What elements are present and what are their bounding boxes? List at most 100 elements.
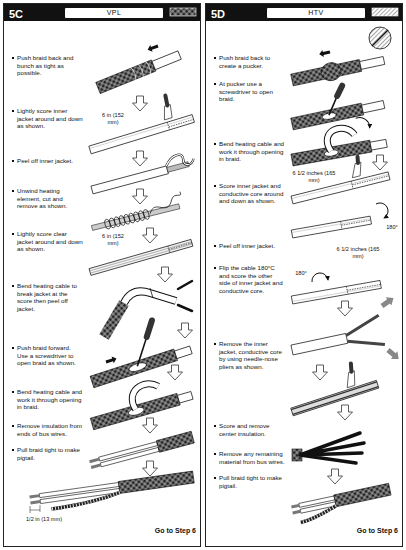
pigtail bbox=[292, 510, 300, 515]
dimension-label: 1/2 in (13 mm) bbox=[24, 516, 64, 523]
step-arrow bbox=[143, 228, 158, 243]
no-sign bbox=[372, 30, 388, 46]
cable-drawing bbox=[291, 216, 371, 238]
cable-drawing bbox=[164, 151, 194, 170]
cable-drawing bbox=[104, 281, 192, 337]
cable-drawing bbox=[291, 172, 390, 204]
cable-drawing bbox=[319, 61, 342, 83]
cable-type-box: VPL bbox=[64, 7, 164, 19]
instruction-text: Pull braid tight to make pigtail. bbox=[213, 474, 285, 489]
cable-drawing bbox=[343, 315, 384, 352]
cable-drawing bbox=[291, 280, 381, 304]
instruction-text: Remove insulation from ends of bus wires… bbox=[11, 422, 83, 437]
cable-drawing bbox=[292, 219, 371, 233]
pigtail bbox=[51, 492, 121, 509]
cable-type: HTV bbox=[308, 9, 324, 18]
go-to-step: Go to Step 6 bbox=[122, 527, 196, 536]
step-arrow bbox=[133, 189, 148, 204]
cable-drawing bbox=[91, 166, 168, 194]
cable-drawing bbox=[178, 281, 192, 311]
cable-drawing bbox=[292, 286, 381, 302]
cable-drawing bbox=[360, 57, 385, 70]
cable-drawing bbox=[85, 373, 193, 430]
instruction-text: Remove the inner jacket, conductive core… bbox=[213, 340, 285, 370]
instruction-text: Flip the cable 180°C and score the other… bbox=[213, 264, 285, 294]
cable-drawing bbox=[349, 162, 364, 178]
push-arrow bbox=[105, 355, 118, 365]
pigtail bbox=[299, 506, 338, 523]
step-arrow bbox=[338, 301, 353, 316]
cable-drawing bbox=[292, 174, 389, 198]
instruction-text: Push braid back to create a pucker. bbox=[213, 54, 285, 69]
cable-drawing bbox=[90, 117, 193, 149]
cable-drawing bbox=[291, 333, 348, 354]
cable-drawing bbox=[291, 103, 364, 130]
bus-wires bbox=[292, 433, 364, 463]
step-number: 5C bbox=[9, 8, 39, 21]
bus-wires bbox=[300, 433, 364, 463]
step-panel: HTV 5D Push braid back to create a pucker.… bbox=[205, 3, 403, 547]
instruction-text: Unwind heating element, cut and remove a… bbox=[11, 187, 83, 210]
cable-drawing bbox=[291, 382, 378, 415]
step-arrow bbox=[373, 155, 388, 170]
flip-arrow bbox=[376, 203, 388, 218]
heating-element bbox=[89, 192, 185, 233]
instruction-text: Remove any remaining material from bus w… bbox=[213, 450, 285, 465]
instruction-text: At pucker use a screwdriver to open brai… bbox=[213, 80, 285, 103]
panel-header bbox=[205, 3, 403, 21]
bus-wires bbox=[89, 431, 194, 470]
cable-drawing bbox=[150, 288, 153, 298]
cable-drawing bbox=[283, 358, 378, 416]
cable-drawing bbox=[291, 140, 372, 166]
cable-drawing bbox=[286, 151, 390, 204]
cable-drawing bbox=[131, 61, 152, 81]
cable-drawing bbox=[130, 337, 155, 366]
step-arrow bbox=[178, 323, 193, 338]
push-arrow bbox=[319, 49, 331, 58]
cable-drawing bbox=[124, 291, 176, 303]
cable-drawing bbox=[362, 101, 385, 113]
instruction-text: Push braid forward. Use a screwdriver to… bbox=[11, 344, 83, 367]
cable-drawing bbox=[168, 239, 193, 252]
cable-drawing bbox=[177, 391, 193, 403]
step-panel: VPL 5C Push braid back and bunch as tight … bbox=[3, 3, 201, 547]
cable-drawing bbox=[174, 346, 192, 359]
pigtail bbox=[334, 483, 391, 506]
step-arrow bbox=[133, 151, 148, 166]
pigtail bbox=[118, 471, 194, 493]
cable-drawing bbox=[325, 126, 356, 152]
dimension-label: 6 in (152 mm) bbox=[96, 233, 130, 246]
heating-element bbox=[102, 192, 185, 230]
cable-drawing bbox=[164, 151, 194, 170]
step-number: 5D bbox=[211, 8, 241, 21]
step-arrow bbox=[158, 267, 173, 282]
cable-drawing bbox=[142, 320, 156, 336]
pigtail bbox=[291, 483, 393, 523]
step-arrow bbox=[133, 96, 148, 111]
cable-drawing bbox=[341, 216, 372, 229]
step-arrow bbox=[313, 365, 328, 380]
panel-header bbox=[170, 8, 196, 16]
go-to-step: Go to Step 6 bbox=[324, 527, 398, 536]
cable-drawing bbox=[286, 78, 385, 130]
cable-drawing bbox=[129, 381, 163, 410]
dimension-label: 6 1/2 inches (165 mm) bbox=[292, 170, 336, 183]
instruction-text: Lightly score inner jacket around and do… bbox=[11, 107, 83, 130]
cable-drawing bbox=[291, 60, 362, 86]
dimension-label: 6 in (152 mm) bbox=[96, 112, 130, 125]
instruction-text: Push braid back and bunch as tight as po… bbox=[11, 54, 83, 77]
cable-drawing bbox=[129, 381, 163, 410]
cable-drawing bbox=[349, 363, 353, 371]
cable-type: VPL bbox=[107, 9, 122, 18]
instruction-text: Pull braid tight to make pigtail. bbox=[11, 446, 83, 461]
dimension-line bbox=[30, 505, 40, 513]
cable-drawing bbox=[287, 114, 388, 166]
cable-drawing bbox=[325, 126, 356, 152]
cable-drawing bbox=[325, 96, 340, 115]
step-arrow bbox=[143, 418, 158, 433]
pigtail bbox=[29, 471, 195, 512]
